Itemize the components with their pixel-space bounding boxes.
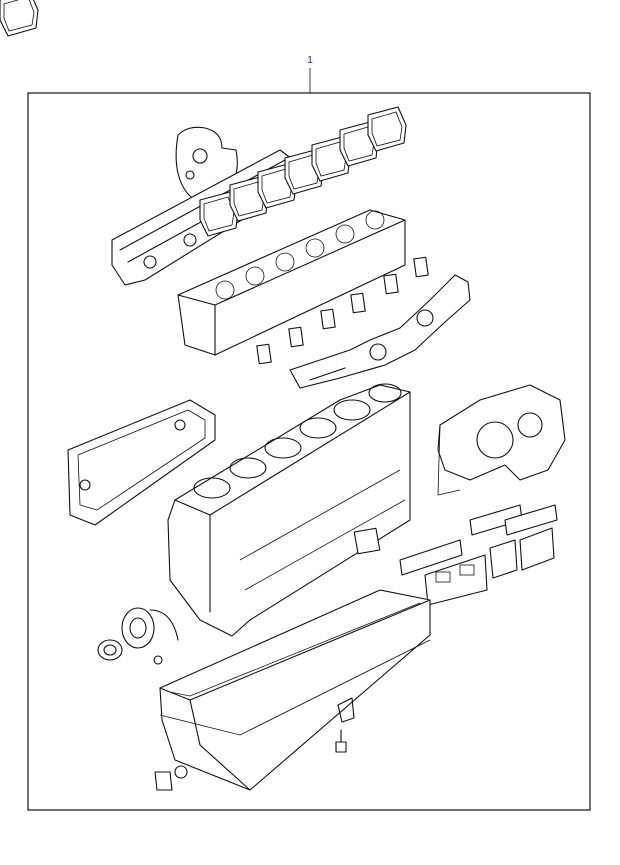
side-cover-gaskets	[399, 504, 558, 606]
callout-number: 1	[307, 55, 313, 66]
drain-plug	[154, 729, 347, 791]
flywheel-housing-gasket	[437, 384, 566, 496]
oil-pan	[159, 589, 431, 791]
rear-seal	[97, 607, 179, 665]
engine-block	[167, 383, 411, 637]
cylinder-head	[177, 209, 406, 356]
exhaust-manifold	[289, 274, 471, 389]
diagram-frame	[27, 92, 591, 811]
intake-port-gaskets	[256, 256, 429, 365]
oil-cooler-gasket	[67, 399, 216, 526]
valve-cover-gaskets	[0, 0, 407, 237]
